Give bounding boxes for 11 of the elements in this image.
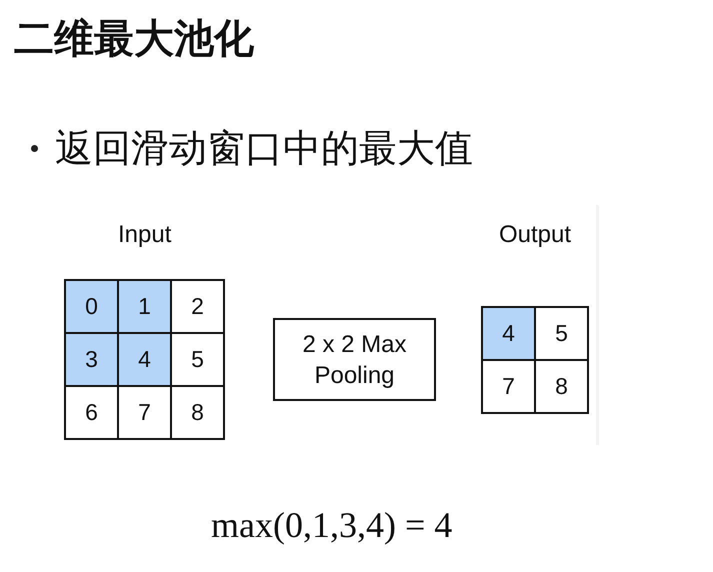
highlighted-cell: 3	[66, 334, 119, 387]
highlighted-cell: 1	[119, 281, 172, 334]
grid-heading: Input	[118, 221, 172, 249]
formula-text: max(0,1,3,4) = 4	[211, 504, 452, 547]
grid-heading: Output	[499, 221, 572, 249]
process-box: 2 x 2 Max Pooling	[273, 318, 436, 401]
highlighted-cell: 4	[483, 308, 536, 361]
highlighted-cell: 0	[66, 281, 119, 334]
bullet-text: 返回滑动窗口中的最大值	[55, 126, 473, 170]
highlighted-cell: 4	[119, 334, 172, 387]
slide-title: 二维最大池化	[14, 15, 254, 63]
